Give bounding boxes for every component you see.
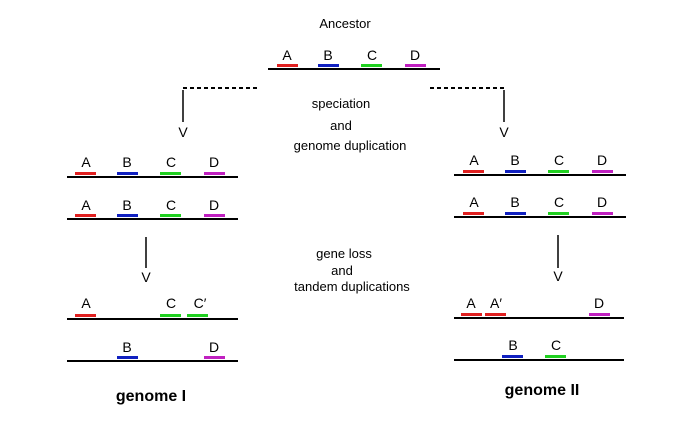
gene-label-c: C: [166, 295, 176, 311]
gene-label-b: B: [122, 339, 131, 355]
gene-label-c: C: [166, 197, 176, 213]
gene-label-d: D: [594, 295, 604, 311]
gene-c: [548, 170, 569, 173]
arrow-head-right-1: V: [499, 124, 509, 140]
gene-label-a: A: [81, 154, 91, 170]
genome-2-chromosome-1: A A′ D: [454, 295, 624, 319]
genome-2-title: genome II: [505, 382, 580, 399]
gene-label-d: D: [597, 194, 607, 210]
gene-a: [277, 64, 298, 67]
gene-label-d: D: [209, 197, 219, 213]
gene-c: [545, 355, 566, 358]
gene-b: [117, 356, 138, 359]
gene-label-d: D: [410, 47, 420, 63]
gene-a: [75, 214, 96, 217]
gene-c: [361, 64, 382, 67]
gene-loss-and-label: and: [331, 263, 353, 278]
right-chromosome-2: A B C D: [454, 194, 626, 218]
genome-1-title: genome I: [116, 388, 186, 405]
gene-b: [117, 172, 138, 175]
gene-label-b: B: [510, 194, 519, 210]
gene-label-c: C: [367, 47, 377, 63]
gene-c: [548, 212, 569, 215]
gene-d: [589, 313, 610, 316]
gene-d: [204, 356, 225, 359]
genome-2-chromosome-2: B C: [454, 337, 624, 361]
gene-label-c: C: [166, 154, 176, 170]
right-chromosome-1: A B C D: [454, 152, 626, 176]
gene-b: [117, 214, 138, 217]
gene-b: [318, 64, 339, 67]
gene-label-c: C: [551, 337, 561, 353]
gene-a: [461, 313, 482, 316]
gene-a: [75, 172, 96, 175]
gene-label-d: D: [209, 339, 219, 355]
gene-label-a: A: [469, 194, 479, 210]
genome-1-chromosome-1: A C C′: [67, 295, 238, 320]
gene-b: [505, 170, 526, 173]
speciation-and-label: and: [330, 118, 352, 133]
left-chromosome-1: A B C D: [67, 154, 238, 178]
ancestor-chromosome: A B C D: [268, 47, 440, 70]
gene-label-a: A: [282, 47, 292, 63]
genome-duplication-label: genome duplication: [294, 138, 407, 153]
gene-label-c-prime: C′: [194, 295, 207, 311]
tandem-duplications-label: tandem duplications: [294, 279, 410, 294]
gene-label-d: D: [209, 154, 219, 170]
gene-label-b: B: [122, 154, 131, 170]
gene-c-prime: [187, 314, 208, 317]
gene-a: [463, 170, 484, 173]
gene-a-prime: [485, 313, 506, 316]
genome-1-chromosome-2: B D: [67, 339, 238, 362]
left-chromosome-2: A B C D: [67, 197, 238, 220]
gene-label-b: B: [510, 152, 519, 168]
gene-d: [204, 172, 225, 175]
gene-label-b: B: [122, 197, 131, 213]
gene-label-c: C: [554, 152, 564, 168]
gene-label-b: B: [323, 47, 332, 63]
gene-d: [592, 212, 613, 215]
gene-label-d: D: [597, 152, 607, 168]
gene-c: [160, 214, 181, 217]
gene-d: [204, 214, 225, 217]
arrow-head-left-1: V: [178, 124, 188, 140]
gene-label-a: A: [466, 295, 476, 311]
gene-loss-label: gene loss: [316, 246, 372, 261]
gene-d: [592, 170, 613, 173]
speciation-label: speciation: [312, 96, 371, 111]
gene-a: [463, 212, 484, 215]
gene-a: [75, 314, 96, 317]
arrow-head-right-2: V: [553, 268, 563, 284]
gene-label-c: C: [554, 194, 564, 210]
gene-d: [405, 64, 426, 67]
gene-c: [160, 314, 181, 317]
gene-label-a: A: [81, 197, 91, 213]
ancestor-label: Ancestor: [319, 16, 371, 31]
gene-b: [502, 355, 523, 358]
gene-label-b: B: [508, 337, 517, 353]
gene-label-a: A: [469, 152, 479, 168]
arrow-head-left-2: V: [141, 269, 151, 285]
gene-label-a: A: [81, 295, 91, 311]
gene-c: [160, 172, 181, 175]
gene-label-a-prime: A′: [490, 295, 502, 311]
gene-b: [505, 212, 526, 215]
